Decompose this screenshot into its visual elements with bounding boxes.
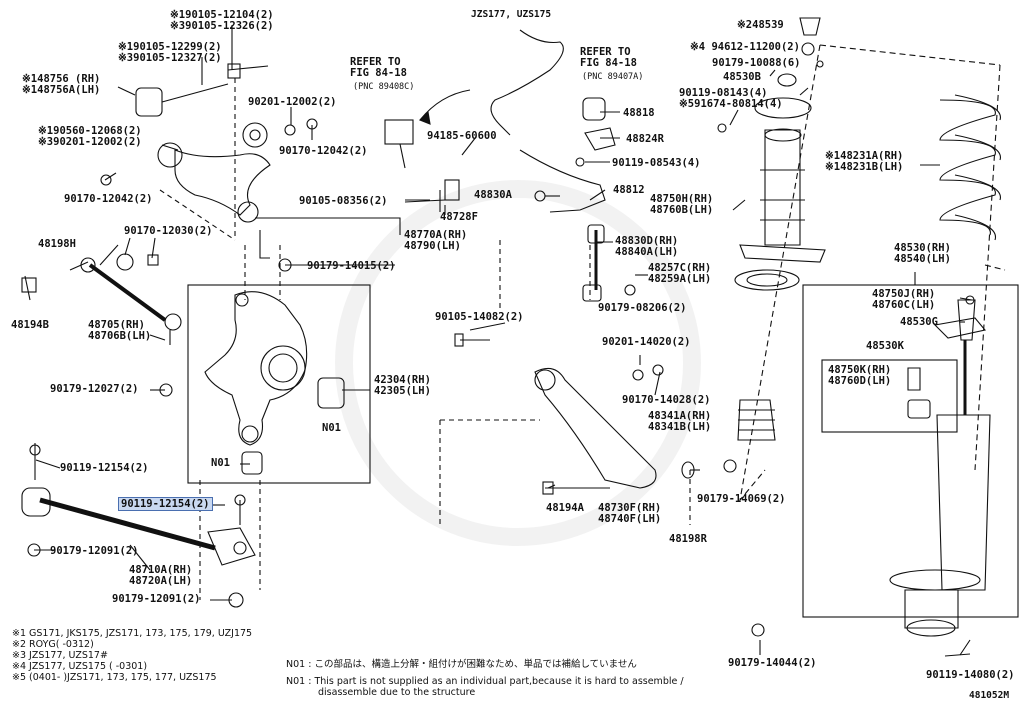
label-48530K: 48530K <box>866 340 904 352</box>
label-90179-12091-a: 90179-12091(2) <box>50 545 139 557</box>
label-90179-10088: 90179-10088(6) <box>712 57 801 69</box>
label-90105-08356: 90105-08356(2) <box>299 195 388 207</box>
label-48198H: 48198H <box>38 238 76 250</box>
label-48198R: 48198R <box>669 533 707 545</box>
label-48818: 48818 <box>623 107 655 119</box>
label-N01-a: N01 <box>322 422 341 434</box>
label-90119-14080: 90119-14080(2) <box>926 669 1015 681</box>
label-lower-arm-48730F: 48730F(RH)48740F(LH) <box>598 502 662 525</box>
label-48750J: 48750J(RH)48760C(LH) <box>872 288 936 311</box>
label-90179-14044: 90179-14044(2) <box>728 657 817 669</box>
label-diagram-code: 481052M <box>969 690 1010 701</box>
label-48830A: 48830A <box>474 189 512 201</box>
label-48194A: 48194A <box>546 502 584 514</box>
label-94185-60600: 94185-60600 <box>427 130 497 142</box>
label-model-jzs177: JZS177, UZS175 <box>471 9 552 20</box>
label-48341A: 48341A(RH)48341B(LH) <box>648 410 712 433</box>
label-90119-08543: 90119-08543(4) <box>612 157 701 169</box>
label-bolt-upper-arm: ※190105-12104(2)※390105-12326(2) <box>170 9 274 32</box>
label-coil-spring-48231A: ※148231A(RH)※148231B(LH) <box>825 150 904 173</box>
footnote-applicability: ※1 GS171, JKS175, JZS171, 173, 175, 179,… <box>12 628 253 683</box>
label-pnc-89407a: (PNC 89407A) <box>582 72 644 82</box>
label-shock-48530: 48530(RH)48540(LH) <box>894 242 951 265</box>
label-90119-12154-highlight[interactable]: 90119-12154(2) <box>118 497 213 511</box>
label-90201-12002: 90201-12002(2) <box>248 96 337 108</box>
label-48830D: 48830D(RH)48840A(LH) <box>615 235 679 258</box>
label-48812: 48812 <box>613 184 645 196</box>
label-90179-12027: 90179-12027(2) <box>50 383 139 395</box>
label-lower-arm-48710: 48710A(RH)48720A(LH) <box>129 564 193 587</box>
label-48539: ※248539 <box>737 19 784 31</box>
label-bushing-48756: ※148756 (RH)※148756A(LH) <box>22 73 101 96</box>
label-48750K: 48750K(RH)48760D(LH) <box>828 364 892 387</box>
label-pnc-89408c: (PNC 89408C) <box>353 82 415 92</box>
label-washer-upper: ※190560-12068(2)※390201-12002(2) <box>38 125 142 148</box>
label-90119-12154-a: 90119-12154(2) <box>60 462 149 474</box>
footnote-n01-japanese: N01 : この部品は、構造上分解・組付けが困難なため、単品では補給していません <box>286 659 637 670</box>
label-90170-12030: 90170-12030(2) <box>124 225 213 237</box>
label-48530B: 48530B <box>723 71 761 83</box>
label-90170-12042-b: 90170-12042(2) <box>64 193 153 205</box>
label-90170-12042-a: 90170-12042(2) <box>279 145 368 157</box>
label-90170-14028: 90170-14028(2) <box>622 394 711 406</box>
label-toe-arm-48705: 48705(RH)48706B(LH) <box>88 319 152 342</box>
label-48728F: 48728F <box>440 211 478 223</box>
label-90179-08206: 90179-08206(2) <box>598 302 687 314</box>
label-48194B: 48194B <box>11 319 49 331</box>
label-knuckle-42304: 42304(RH)42305(LH) <box>374 374 431 397</box>
label-90201-14020: 90201-14020(2) <box>602 336 691 348</box>
label-bolt-upper-arm-2: ※190105-12299(2)※390105-12327(2) <box>118 41 222 64</box>
label-48770A: 48770A(RH)48790(LH) <box>404 229 468 252</box>
label-90119-08143: 90119-08143(4)※591674-80814(4) <box>679 87 783 110</box>
label-48530G: 48530G <box>900 316 938 328</box>
footnote-n01-english: N01 : This part is not supplied as an in… <box>286 676 684 698</box>
label-94612-11200: ※4 94612-11200(2) <box>690 41 800 53</box>
label-90179-14015: 90179-14015(2) <box>307 260 396 272</box>
label-N01-b: N01 <box>211 457 230 469</box>
label-48257C: 48257C(RH)48259A(LH) <box>648 262 712 285</box>
label-48750H: 48750H(RH)48760B(LH) <box>650 193 714 216</box>
label-90105-14082: 90105-14082(2) <box>435 311 524 323</box>
label-90179-12091-b: 90179-12091(2) <box>112 593 201 605</box>
label-48824R: 48824R <box>626 133 664 145</box>
label-90179-14069: 90179-14069(2) <box>697 493 786 505</box>
